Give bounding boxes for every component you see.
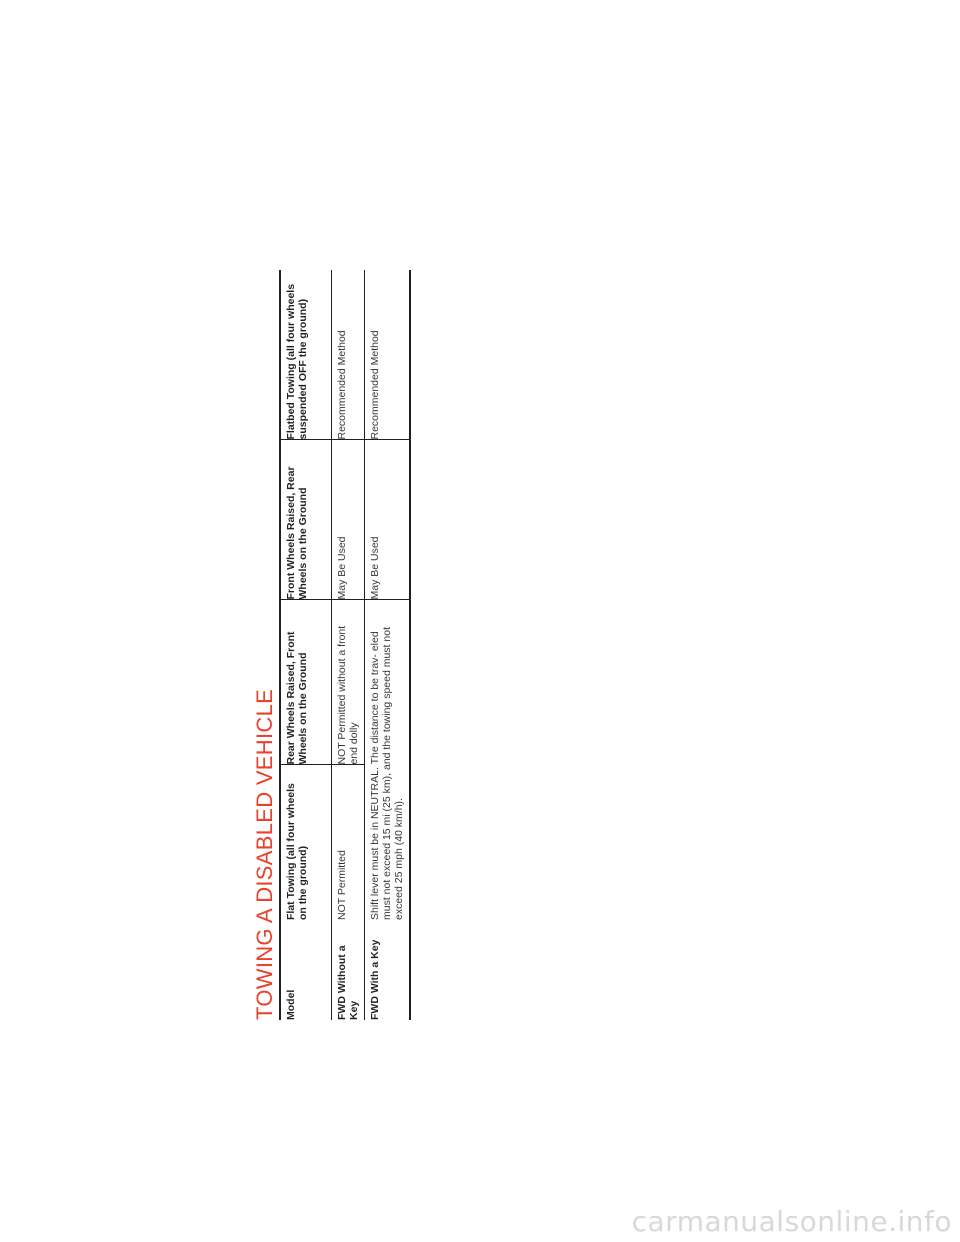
row-model: FWD Without a Key: [331, 920, 365, 1020]
cell-rear-wheels-raised: NOT Permitted without a front end dolly: [331, 600, 365, 765]
row-model: FWD With a Key: [364, 920, 410, 1020]
page-title: TOWING A DISABLED VEHICLE: [252, 688, 277, 1020]
cell-flat-towing-note: Shift lever must be in NEUTRAL. The dist…: [364, 600, 410, 920]
header-flatbed-towing: Flatbed Towing (all four wheels suspende…: [280, 270, 332, 440]
header-flat-towing: Flat Towing (all four wheels on the grou…: [280, 765, 332, 920]
cell-front-wheels-raised: May Be Used: [331, 440, 365, 600]
cell-flat-towing: NOT Permitted: [331, 765, 365, 920]
cell-flatbed-towing: Recommended Method: [331, 270, 365, 440]
towing-table: Model Flat Towing (all four wheels on th…: [279, 270, 411, 1020]
header-front-wheels-raised: Front Wheels Raised, Rear Wheels on the …: [280, 440, 332, 600]
cell-front-wheels-raised: May Be Used: [364, 440, 410, 600]
header-rear-wheels-raised: Rear Wheels Raised, Front Wheels on the …: [280, 600, 332, 765]
table-row: FWD With a Key Shift lever must be in NE…: [364, 270, 410, 1020]
header-model: Model: [280, 920, 332, 1020]
table-row: FWD Without a Key NOT Permitted NOT Perm…: [331, 270, 365, 1020]
cell-flatbed-towing: Recommended Method: [364, 270, 410, 440]
table-header-row: Model Flat Towing (all four wheels on th…: [280, 270, 332, 1020]
rotated-page-content: TOWING A DISABLED VEHICLE Model Flat Tow…: [252, 270, 422, 1020]
watermark: carmanualsonline.info: [631, 1205, 952, 1238]
